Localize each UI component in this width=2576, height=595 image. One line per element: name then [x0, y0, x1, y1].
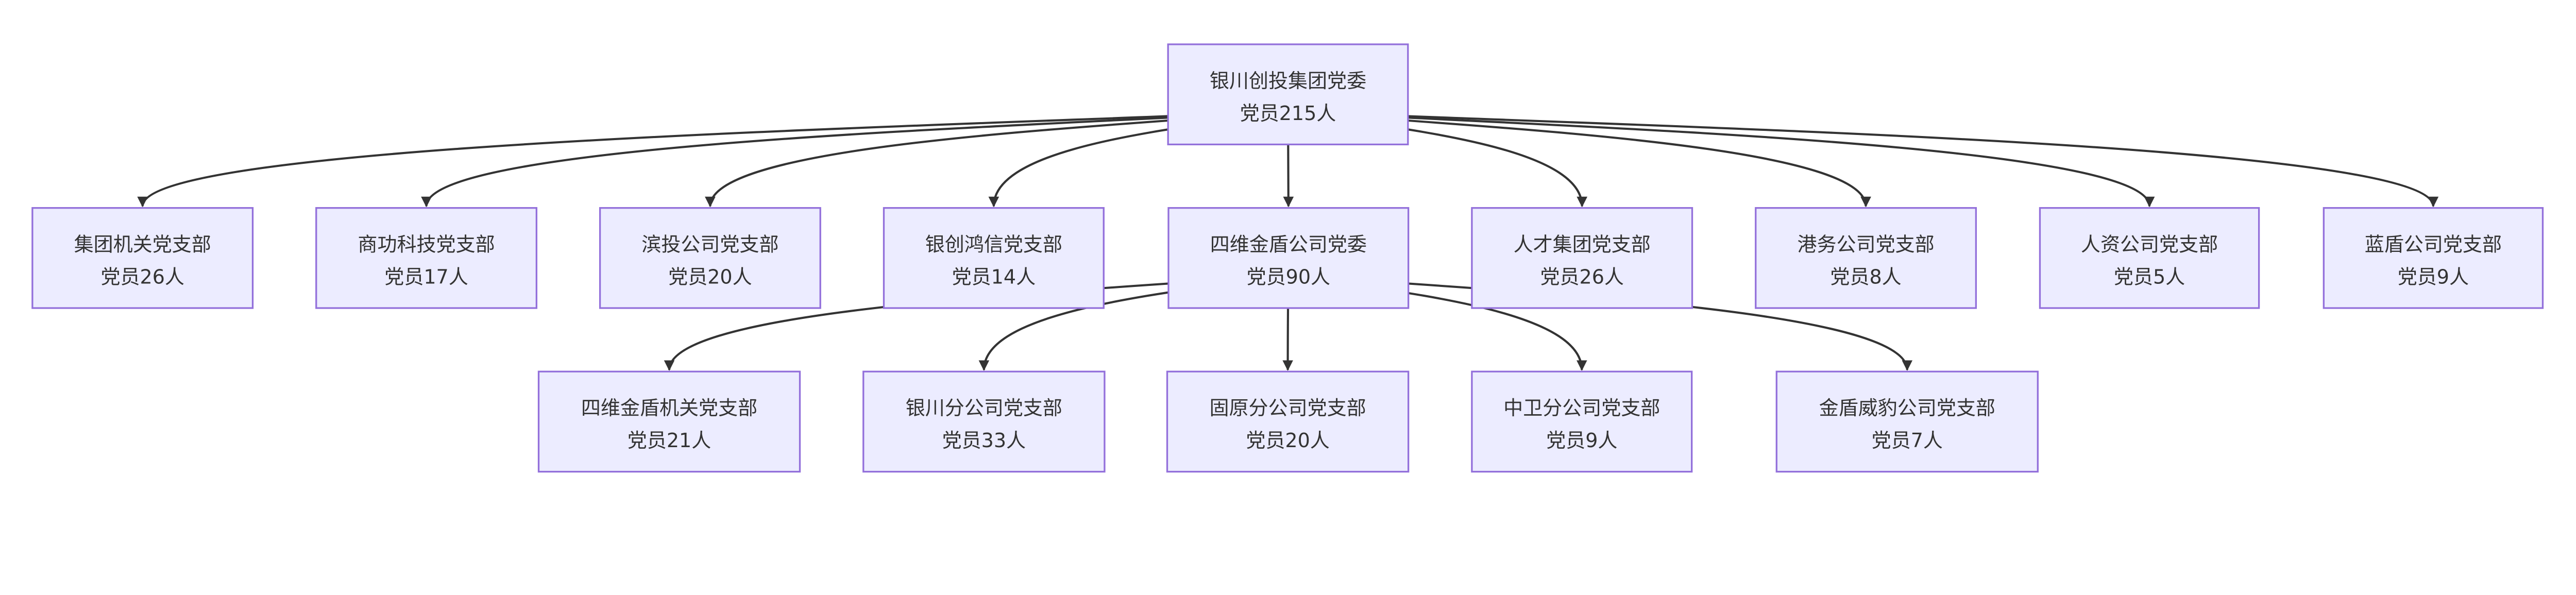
- node-name: 人资公司党支部: [2081, 233, 2218, 256]
- node-box: [1167, 43, 1409, 146]
- node-name: 人才集团党支部: [1514, 233, 1651, 256]
- node-member-count: 党员17人: [384, 265, 468, 288]
- node-box: [599, 207, 821, 309]
- node-name: 滨投公司党支部: [641, 233, 778, 256]
- node-box: [1167, 207, 1410, 309]
- node-member-count: 党员8人: [1830, 265, 1901, 288]
- node-name: 银创鸿信党支部: [925, 233, 1062, 256]
- node-name: 中卫分公司党支部: [1503, 397, 1660, 419]
- node-box: [31, 207, 254, 309]
- node-member-count: 党员33人: [942, 429, 1026, 452]
- node-name: 集团机关党支部: [74, 233, 211, 256]
- node-name: 商功科技党支部: [358, 233, 495, 256]
- node-name: 四维金盾机关党支部: [581, 397, 757, 419]
- node-member-count: 党员20人: [668, 265, 752, 288]
- node-name: 四维金盾公司党委: [1210, 233, 1367, 256]
- node-name: 蓝盾公司党支部: [2365, 233, 2502, 256]
- node-box: [2323, 207, 2544, 309]
- node-box: [1755, 207, 1977, 309]
- node-member-count: 党员20人: [1246, 429, 1330, 452]
- edge-arrow: [1287, 110, 2439, 208]
- node-box: [862, 370, 1106, 473]
- node-member-count: 党员26人: [1540, 265, 1624, 288]
- node-box: [1471, 370, 1693, 473]
- node-member-count: 党员21人: [628, 429, 711, 452]
- node-box: [1471, 207, 1693, 309]
- node-member-count: 党员7人: [1872, 429, 1943, 452]
- node-member-count: 党员90人: [1247, 265, 1331, 288]
- node-member-count: 党员5人: [2114, 265, 2185, 288]
- edge-arrow: [137, 110, 1289, 208]
- node-member-count: 党员9人: [2398, 265, 2469, 288]
- edge-arrow: [421, 110, 1289, 208]
- node-name: 金盾威豹公司党支部: [1819, 397, 1995, 419]
- node-box: [883, 207, 1105, 309]
- node-member-count: 党员14人: [952, 265, 1036, 288]
- org-chart-diagram: 银川创投集团党委党员215人集团机关党支部党员26人商功科技党支部党员17人滨投…: [31, 43, 2544, 473]
- node-name: 固原分公司党支部: [1209, 397, 1366, 419]
- node-member-count: 党员26人: [100, 265, 184, 288]
- node-name: 银川创投集团党委: [1210, 70, 1366, 92]
- node-box: [1775, 370, 2039, 473]
- node-member-count: 党员215人: [1240, 102, 1336, 125]
- node-name: 港务公司党支部: [1797, 233, 1934, 256]
- node-name: 银川分公司党支部: [906, 397, 1062, 419]
- nodes-layer: 银川创投集团党委党员215人集团机关党支部党员26人商功科技党支部党员17人滨投…: [31, 43, 2544, 473]
- node-box: [1166, 370, 1410, 473]
- edge-arrow: [1287, 110, 2155, 208]
- node-box: [315, 207, 538, 309]
- node-box: [537, 370, 801, 473]
- node-box: [2039, 207, 2260, 309]
- node-member-count: 党员9人: [1546, 429, 1617, 452]
